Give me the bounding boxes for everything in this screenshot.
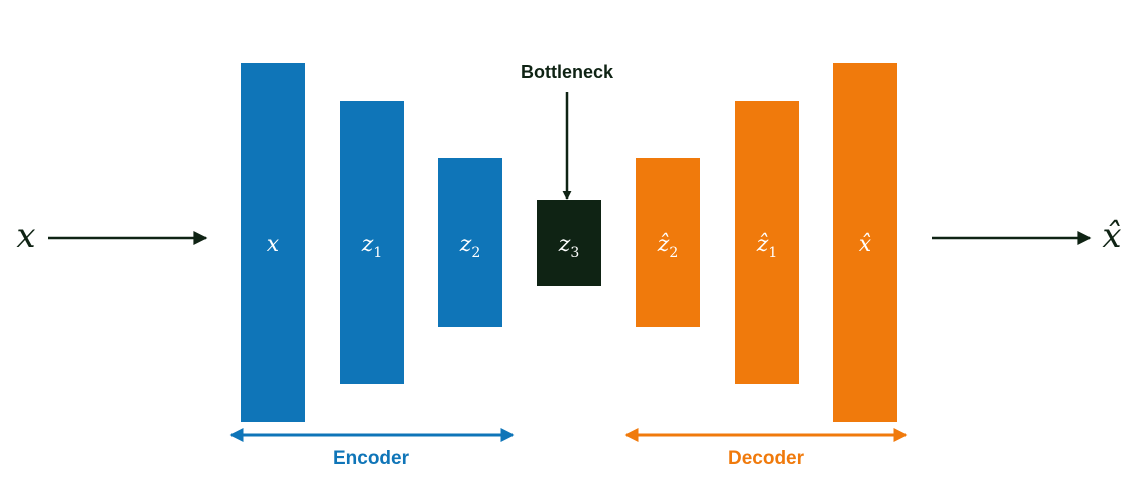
decoder-layer-xhat-label: x̂ <box>859 232 872 257</box>
decoder-layer-z1hat <box>735 101 799 384</box>
encoder-layer-x <box>241 63 305 422</box>
output-label: x̂ <box>1102 216 1121 256</box>
decoder-layer-xhat <box>833 63 897 422</box>
encoder-layer-z2-subscript: 2 <box>471 245 480 261</box>
decoder-layer-z2hat-symbol: ẑ <box>657 232 670 257</box>
encoder-layer-z1-label: z1 <box>361 232 383 261</box>
decoder-layer-z1hat-symbol: ẑ <box>756 232 769 257</box>
encoder-layer-x-label: x <box>267 232 280 257</box>
decoder-layer-z1hat-label: ẑ1 <box>756 232 778 261</box>
bottleneck-layer-z3-label: z3 <box>558 232 580 261</box>
bottleneck-layer-z3-symbol: z <box>558 232 571 257</box>
bottleneck-layer-z3-subscript: 3 <box>570 245 579 261</box>
encoder-layer-z1-symbol: z <box>361 232 374 257</box>
encoder-label: Encoder <box>333 448 410 469</box>
encoder-layer-z2-label: z2 <box>459 232 481 261</box>
input-label: x <box>16 216 35 256</box>
encoder-layer-z1-subscript: 1 <box>373 245 382 261</box>
decoder-layer-z2hat-subscript: 2 <box>669 245 678 261</box>
encoder-layer-z2-symbol: z <box>459 232 472 257</box>
bottleneck-layer-z3 <box>537 200 601 286</box>
decoder-layer-z2hat-label: ẑ2 <box>657 232 679 261</box>
encoder-layer-z1 <box>340 101 404 384</box>
decoder-label: Decoder <box>728 448 805 469</box>
encoder-layer-z2 <box>438 158 502 327</box>
decoder-layer-z1hat-subscript: 1 <box>768 245 777 261</box>
decoder-layer-z2hat <box>636 158 700 327</box>
bottleneck-caption: Bottleneck <box>521 62 614 82</box>
